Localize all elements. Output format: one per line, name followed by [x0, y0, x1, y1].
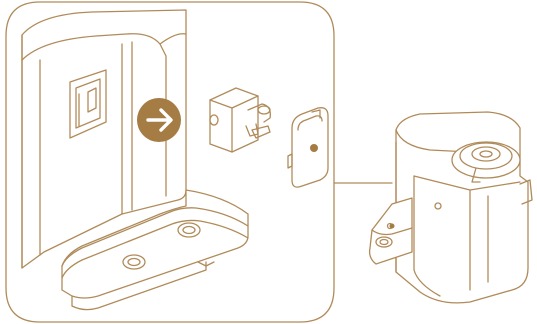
full-machine [370, 112, 532, 303]
arrow-right-circle-icon [137, 98, 181, 142]
valve-connector-part [210, 88, 270, 152]
cover-plate-part [288, 108, 328, 187]
